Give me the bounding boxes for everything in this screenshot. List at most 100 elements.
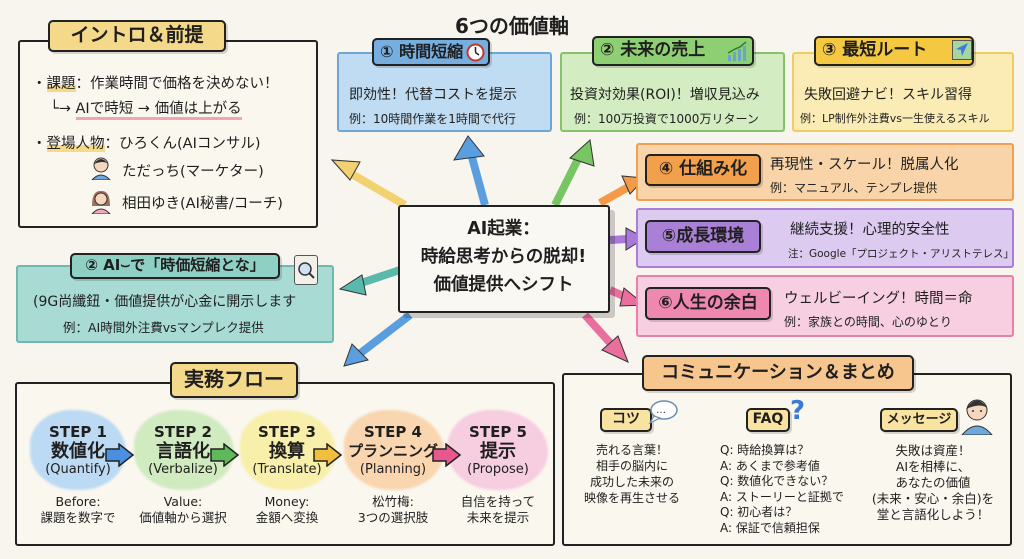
step-desc-line: 3つの選択肢 xyxy=(357,510,429,525)
step-name: プランニング xyxy=(347,442,438,460)
boy-avatar-icon xyxy=(960,395,994,436)
tips-text: 売れる言葉！ 相手の脳内に 成功した未来の 映像を再生させる xyxy=(570,442,694,506)
axis-example: 注：Google「プロジェクト・アリストテレス」 xyxy=(788,248,1015,260)
axis-main: 即効性！代替コストを提示 xyxy=(349,87,517,103)
issue-label: 課題 xyxy=(46,76,76,92)
center-line1: AI起業： xyxy=(467,219,540,239)
flow-step-5: STEP 5 提示 (Propose) xyxy=(443,424,553,478)
message-text: 失敗は資産！ AIを相棒に、 あなたの価値 (未来・安心・余白)を 堂と言語化し… xyxy=(866,443,1000,523)
intro-panel: ・課題：作業時間で価格を決めない！ └→ AIで時短 → 価値は上がる ・登場人… xyxy=(18,40,318,228)
character-name: ただっち(マーケター) xyxy=(122,164,264,180)
step-desc-line: 価値軸から選択 xyxy=(139,510,227,525)
faq-line: A: 保証で信頼担保 xyxy=(720,520,820,535)
arrow-to-growth-axis xyxy=(609,227,646,251)
speech-bubble-icon: … xyxy=(648,400,678,425)
arrow-to-communication xyxy=(582,312,629,363)
step-desc: Value: 価値軸から選択 xyxy=(128,494,238,526)
center-line2: 時給思考からの脱却! xyxy=(420,247,587,267)
axis-main: ウェルビーイング！時間＝命 xyxy=(784,291,973,307)
step-desc-line: 課題を数字で xyxy=(40,510,116,525)
girl-avatar-icon xyxy=(90,190,112,215)
message-line: (未来・安心・余白)を xyxy=(871,491,995,506)
tips-line: 成功した未来の xyxy=(589,475,674,489)
step-desc: Money: 金額へ変換 xyxy=(232,494,342,526)
ai-time-heading: ② AI⌣で「時価短縮とな」 xyxy=(70,253,280,279)
step-name: 言語化 xyxy=(156,441,210,462)
faq-list: Q: 時給換算は？ A: あくまで参考値 Q: 数値化できない？ A: ストーリ… xyxy=(720,443,844,536)
magnifier-document-icon xyxy=(294,255,318,285)
navigation-map-icon xyxy=(952,40,972,60)
axis-example: 例：10時間作業を1時間で代行 xyxy=(349,112,516,126)
step-name: 数値化 xyxy=(51,441,105,462)
character-name: ：ひろくん(AIコンサル) xyxy=(104,136,261,152)
step-name: 提示 xyxy=(480,441,516,462)
axis-label-sales: ② 未来の売上 xyxy=(592,36,754,66)
tips-line: 相手の脳内に xyxy=(595,459,668,473)
step-arrow-icon xyxy=(432,443,462,467)
step-english: (Propose) xyxy=(467,462,529,477)
axis-main: 再現性・スケール！脱属人化 xyxy=(770,157,959,173)
step-desc: 松竹梅: 3つの選択肢 xyxy=(338,494,448,526)
axis-label-growth: ⑤成長環境 xyxy=(645,220,761,253)
step-desc-line: 金額へ変換 xyxy=(255,510,319,525)
message-line: あなたの価値 xyxy=(895,475,971,490)
tips-line: 映像を再生させる xyxy=(583,491,680,505)
step-name: 換算 xyxy=(269,441,305,462)
step-english: (Quantify) xyxy=(45,462,111,477)
axis-label-text: ② 未来の売上 xyxy=(600,40,706,60)
communication-panel xyxy=(562,373,1012,546)
communication-heading: コミュニケーション＆まとめ xyxy=(642,355,914,391)
step-desc: 自信を持って 未来を提示 xyxy=(443,494,553,526)
issue-text: ：作業時間で価格を決めない！ xyxy=(75,76,279,92)
step-english: (Planning) xyxy=(359,462,427,477)
character-name: 相田ゆき(AI秘書/コーチ) xyxy=(122,196,283,212)
page-title: 6つの価値軸 xyxy=(455,14,569,38)
axis-main: 投資対効果(ROI)！増収見込み xyxy=(570,87,760,103)
step-arrow-icon xyxy=(313,443,343,467)
message-line: 失敗は資産！ xyxy=(895,443,971,458)
step-desc-line: Before: xyxy=(55,494,101,509)
center-title-box: AI起業： 時給思考からの脱却! 価値提供へシフト xyxy=(398,205,610,313)
tips-line: 売れる言葉！ xyxy=(595,443,668,457)
flow-step-2: STEP 2 言語化 (Verbalize) xyxy=(128,424,238,478)
message-line: 堂と言語化しよう！ xyxy=(876,507,990,522)
arrow-to-time-axis xyxy=(453,135,489,207)
step-desc-line: Value: xyxy=(163,494,203,509)
faq-line: A: ストーリーと証拠で xyxy=(720,489,844,504)
characters-label: 登場人物 xyxy=(46,136,105,152)
question-mark-icon: ? xyxy=(790,396,806,426)
flow-step-4: STEP 4 プランニング (Planning) xyxy=(338,424,448,478)
flow-step-3: STEP 3 換算 (Translate) xyxy=(232,424,342,478)
step-number: STEP 1 xyxy=(49,423,107,441)
axis-example: 例：LP制作外注費vs一生使えるスキル xyxy=(800,112,990,125)
axis-main: 失敗回避ナビ！スキル習得 xyxy=(804,87,972,103)
svg-text:…: … xyxy=(656,405,666,416)
boy-avatar-icon xyxy=(90,156,112,181)
step-desc: Before: 課題を数字で xyxy=(23,494,133,526)
chart-growth-icon xyxy=(726,40,748,62)
clock-icon xyxy=(466,43,485,62)
axis-example: 例：家族との時間、心のゆとり xyxy=(784,315,952,329)
message-line: AIを相棒に、 xyxy=(895,459,971,474)
axis-example: 例：100万投資で1000万リターン xyxy=(574,112,759,126)
step-number: STEP 4 xyxy=(364,423,422,441)
intro-characters: ・登場人物：ひろくん(AIコンサル) xyxy=(32,136,261,152)
step-english: (Verbalize) xyxy=(148,462,218,477)
faq-line: Q: 初心者は？ xyxy=(720,505,798,519)
message-label: メッセージ xyxy=(880,408,958,432)
axis-label-text: ③ 最短ルート xyxy=(822,40,928,60)
faq-line: Q: 時給換算は？ xyxy=(720,443,810,457)
step-desc-line: 自信を持って xyxy=(460,494,536,509)
center-line3: 価値提供へシフト xyxy=(433,275,574,295)
ai-time-line1: (9G尚纖鈕・価値提供が心金に開示します xyxy=(33,294,297,310)
step-number: STEP 3 xyxy=(258,423,316,441)
axis-label-route: ③ 最短ルート xyxy=(814,36,974,66)
intro-issue: ・課題：作業時間で価格を決めない！ xyxy=(32,76,279,92)
intro-heading: イントロ＆前提 xyxy=(48,20,226,52)
faq-label: FAQ xyxy=(746,408,790,432)
sub-arrow-icon: └→ xyxy=(50,101,71,117)
step-desc-line: 松竹梅: xyxy=(372,494,414,509)
step-desc-line: Money: xyxy=(264,494,310,509)
faq-line: Q: 数値化できない？ xyxy=(720,474,834,488)
flow-heading: 実務フロー xyxy=(170,362,298,398)
